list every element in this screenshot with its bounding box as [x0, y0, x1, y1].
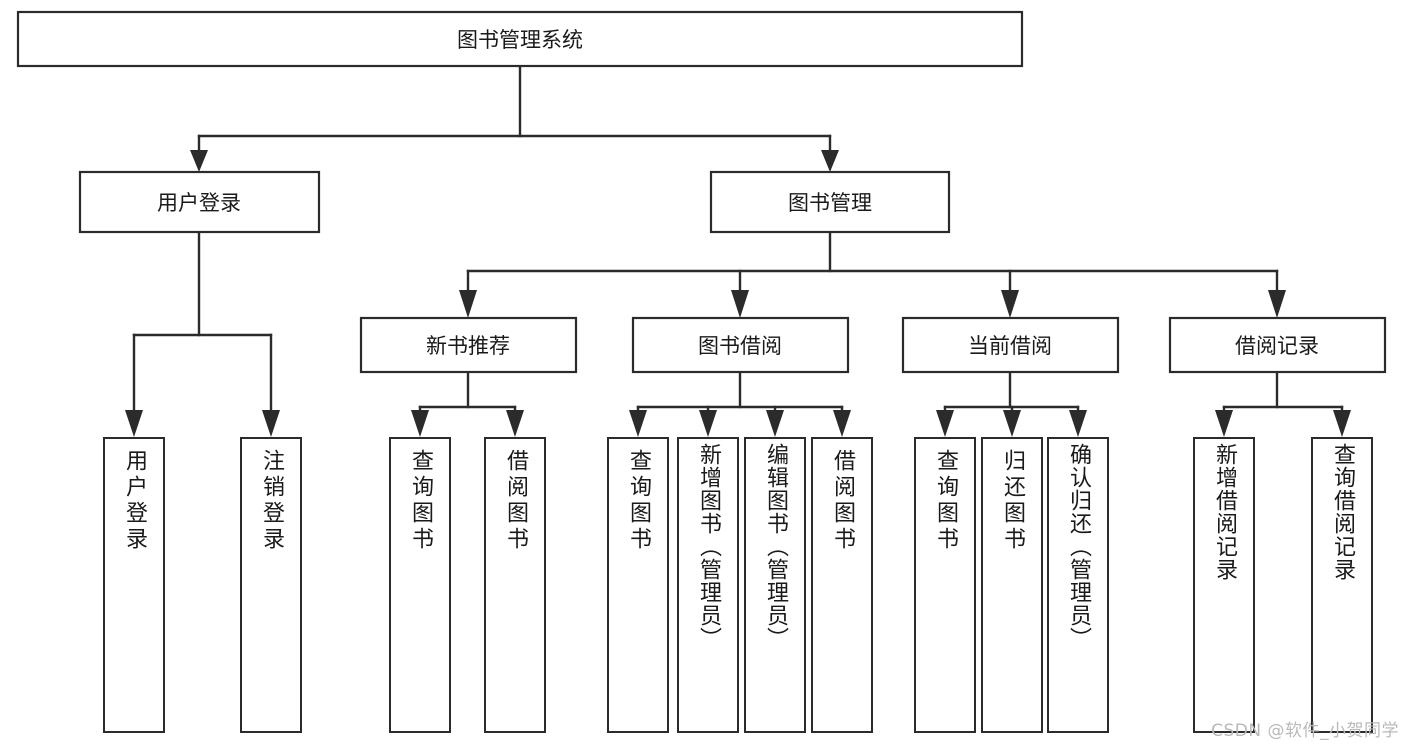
leaf-label: 归还图书 — [1000, 449, 1025, 553]
connector-book-mgmt-to-level3 — [459, 230, 1286, 318]
leaf-user-login-1[interactable]: 用户登录 — [103, 437, 165, 733]
node-book-management[interactable]: 图书管理 — [709, 170, 951, 234]
arrow-head-icon — [699, 410, 717, 437]
node-book-management-box[interactable] — [709, 170, 951, 234]
leaf-new-book-recommend-2[interactable]: 借阅图书 — [484, 437, 546, 733]
arrow-head-icon — [190, 150, 208, 172]
arrow-head-icon — [411, 410, 429, 437]
leaf-book-borrow-3[interactable]: 编辑图书（管理员） — [744, 437, 806, 733]
node-root-label: 图书管理系统 — [457, 28, 583, 52]
arrow-head-icon — [1268, 290, 1286, 318]
arrow-head-icon — [629, 410, 647, 437]
arrow-head-icon — [1003, 410, 1021, 437]
arrow-head-icon — [506, 410, 524, 437]
node-current-borrow-box[interactable] — [901, 316, 1120, 374]
arrow-head-icon — [1069, 410, 1087, 437]
connector-root-to-level2 — [190, 64, 839, 172]
leaf-current-borrow-3[interactable]: 确认归还（管理员） — [1047, 437, 1109, 733]
leaf-label: 借阅图书 — [503, 449, 528, 553]
leaf-book-borrow-2[interactable]: 新增图书（管理员） — [677, 437, 739, 733]
leaf-book-borrow-1[interactable]: 查询图书 — [607, 437, 669, 733]
leaf-label: 查询借阅记录 — [1330, 443, 1355, 581]
arrow-head-icon — [1001, 290, 1019, 318]
arrow-head-icon — [262, 410, 280, 437]
leaf-label: 查询图书 — [408, 449, 433, 553]
node-book-borrow-box[interactable] — [631, 316, 850, 374]
arrow-head-icon — [731, 290, 749, 318]
leaf-label: 确认归还（管理员） — [1066, 443, 1091, 650]
arrow-head-icon — [1333, 410, 1351, 437]
node-user-login-box[interactable] — [78, 170, 321, 234]
node-new-book-recommend-label: 新书推荐 — [426, 334, 510, 358]
leaf-current-borrow-2[interactable]: 归还图书 — [981, 437, 1043, 733]
connector-current-borrow-to-leaves — [936, 370, 1087, 437]
leaf-label: 新增借阅记录 — [1212, 443, 1237, 581]
leaf-label: 查询图书 — [626, 449, 651, 553]
arrow-head-icon — [459, 290, 477, 318]
leaf-label: 查询图书 — [933, 449, 958, 553]
node-current-borrow[interactable]: 当前借阅 — [901, 316, 1120, 374]
node-new-book-recommend-box[interactable] — [359, 316, 578, 374]
leaf-label: 注销登录 — [259, 449, 284, 553]
leaf-borrow-record-2[interactable]: 查询借阅记录 — [1311, 437, 1373, 733]
leaf-borrow-record-1[interactable]: 新增借阅记录 — [1193, 437, 1255, 733]
leaf-label: 新增图书（管理员） — [696, 443, 721, 650]
node-book-borrow[interactable]: 图书借阅 — [631, 316, 850, 374]
node-new-book-recommend[interactable]: 新书推荐 — [359, 316, 578, 374]
leaf-current-borrow-1[interactable]: 查询图书 — [914, 437, 976, 733]
node-borrow-record-box[interactable] — [1168, 316, 1387, 374]
arrow-head-icon — [821, 150, 839, 172]
connector-user-login-to-leaves — [125, 230, 280, 437]
node-user-login-label: 用户登录 — [157, 191, 241, 215]
arrow-head-icon — [125, 410, 143, 437]
leaf-user-login-2[interactable]: 注销登录 — [240, 437, 302, 733]
node-book-management-label: 图书管理 — [788, 191, 872, 215]
connector-borrow-record-to-leaves — [1215, 370, 1351, 437]
node-borrow-record[interactable]: 借阅记录 — [1168, 316, 1387, 374]
connector-book-borrow-to-leaves — [629, 370, 851, 437]
node-root-box[interactable] — [16, 10, 1024, 68]
node-book-borrow-label: 图书借阅 — [698, 334, 782, 358]
node-current-borrow-label: 当前借阅 — [968, 334, 1052, 358]
leaf-label: 用户登录 — [122, 449, 147, 553]
leaf-label: 编辑图书（管理员） — [763, 443, 788, 650]
arrow-head-icon — [833, 410, 851, 437]
leaf-new-book-recommend-1[interactable]: 查询图书 — [389, 437, 451, 733]
connector-new-book-to-leaves — [411, 370, 524, 437]
leaf-label: 借阅图书 — [830, 449, 855, 553]
arrow-head-icon — [766, 410, 784, 437]
arrow-head-icon — [1215, 410, 1233, 437]
arrow-head-icon — [936, 410, 954, 437]
node-user-login[interactable]: 用户登录 — [78, 170, 321, 234]
leaf-book-borrow-4[interactable]: 借阅图书 — [811, 437, 873, 733]
node-root[interactable]: 图书管理系统 — [16, 10, 1024, 68]
node-borrow-record-label: 借阅记录 — [1235, 334, 1319, 358]
